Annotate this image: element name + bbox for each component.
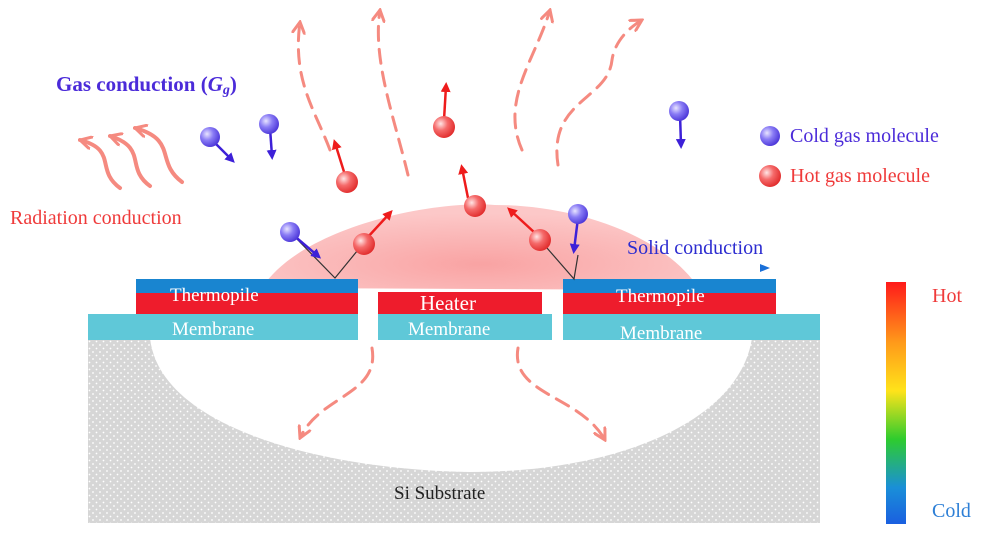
heat-flow-arrow — [513, 10, 550, 152]
cold-molecule — [200, 127, 220, 147]
hot-molecule-arrow — [507, 207, 536, 234]
thermopile-left-bottom — [136, 293, 358, 314]
membrane-left-label: Membrane — [172, 319, 255, 340]
heat-zone — [262, 204, 700, 290]
membrane-middle — [378, 314, 552, 340]
radiation-wave-arrow — [135, 128, 184, 184]
hot-molecule-arrow — [440, 82, 451, 121]
hot-molecule — [433, 116, 455, 138]
hot-molecule — [529, 229, 551, 251]
legend-hot-molecule — [759, 165, 781, 187]
scale-cold-label: Cold — [932, 500, 971, 522]
heat-flow-arrow — [300, 346, 375, 438]
radiation-conduction-label: Radiation conduction — [10, 207, 182, 229]
thermopile-left-top — [136, 279, 358, 293]
cold-molecule — [568, 204, 588, 224]
hot-molecule-arrow — [332, 139, 347, 176]
legend-cold-label: Cold gas molecule — [790, 125, 939, 147]
membrane-middle-label: Membrane — [408, 319, 491, 340]
gas-conduction-label: Gas conduction (Gg) — [56, 72, 237, 98]
hot-molecule-arrow — [366, 210, 393, 239]
thermopile-right-label: Thermopile — [616, 286, 705, 307]
legend-hot-label: Hot gas molecule — [790, 165, 930, 187]
heat-flow-arrow — [555, 20, 642, 167]
collision-path — [539, 239, 579, 281]
thermopile-left-label: Thermopile — [170, 285, 259, 306]
heat-flow-arrow — [378, 10, 410, 177]
cold-molecule — [259, 114, 279, 134]
temperature-scale-bar — [886, 282, 906, 524]
scale-hot-label: Hot — [932, 285, 962, 307]
heater-block — [378, 292, 542, 314]
heater-label: Heater — [420, 291, 476, 315]
thermopile-right-top — [563, 279, 776, 293]
membrane-right — [563, 314, 820, 340]
heat-flow-arrow — [298, 22, 332, 152]
radiation-wave-arrow — [110, 136, 152, 188]
collision-path — [291, 233, 363, 279]
hot-molecule — [336, 171, 358, 193]
solid-conduction-label: Solid conduction — [627, 237, 764, 259]
radiation-wave-arrow — [80, 140, 122, 190]
membrane-right-label: Membrane — [620, 323, 703, 344]
cold-molecule — [669, 101, 689, 121]
hot-molecule-arrow — [458, 164, 470, 199]
hot-molecule — [353, 233, 375, 255]
legend-cold-molecule — [760, 126, 780, 146]
heat-flow-arrow — [515, 346, 605, 440]
thermopile-right-bottom — [563, 293, 776, 314]
hot-molecule — [464, 195, 486, 217]
cold-molecule — [280, 222, 300, 242]
substrate-label: Si Substrate — [394, 483, 486, 504]
si-substrate — [88, 338, 820, 523]
membrane-left — [88, 314, 358, 340]
